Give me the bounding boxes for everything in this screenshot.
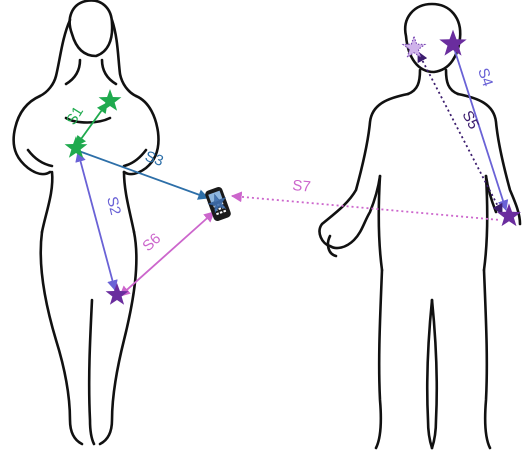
markers [65, 30, 521, 305]
label-S7: S7 [292, 177, 312, 196]
segment-S3-line [76, 150, 208, 198]
segment-labels: S1 S2 S3 S4 S5 S6 S7 [63, 66, 496, 255]
star-icon [99, 89, 122, 111]
star-icon [439, 30, 466, 56]
female-silhouette [14, 0, 159, 444]
segment-S6-line [120, 212, 214, 296]
star-icon [106, 283, 129, 305]
label-S6: S6 [139, 230, 164, 255]
label-S5: S5 [458, 108, 482, 132]
label-S2: S2 [103, 195, 124, 217]
segment-S2-line [78, 152, 115, 290]
segment-S7-line [232, 196, 500, 220]
label-S4: S4 [474, 66, 496, 89]
star-icon [65, 136, 88, 158]
label-S1: S1 [63, 104, 87, 129]
